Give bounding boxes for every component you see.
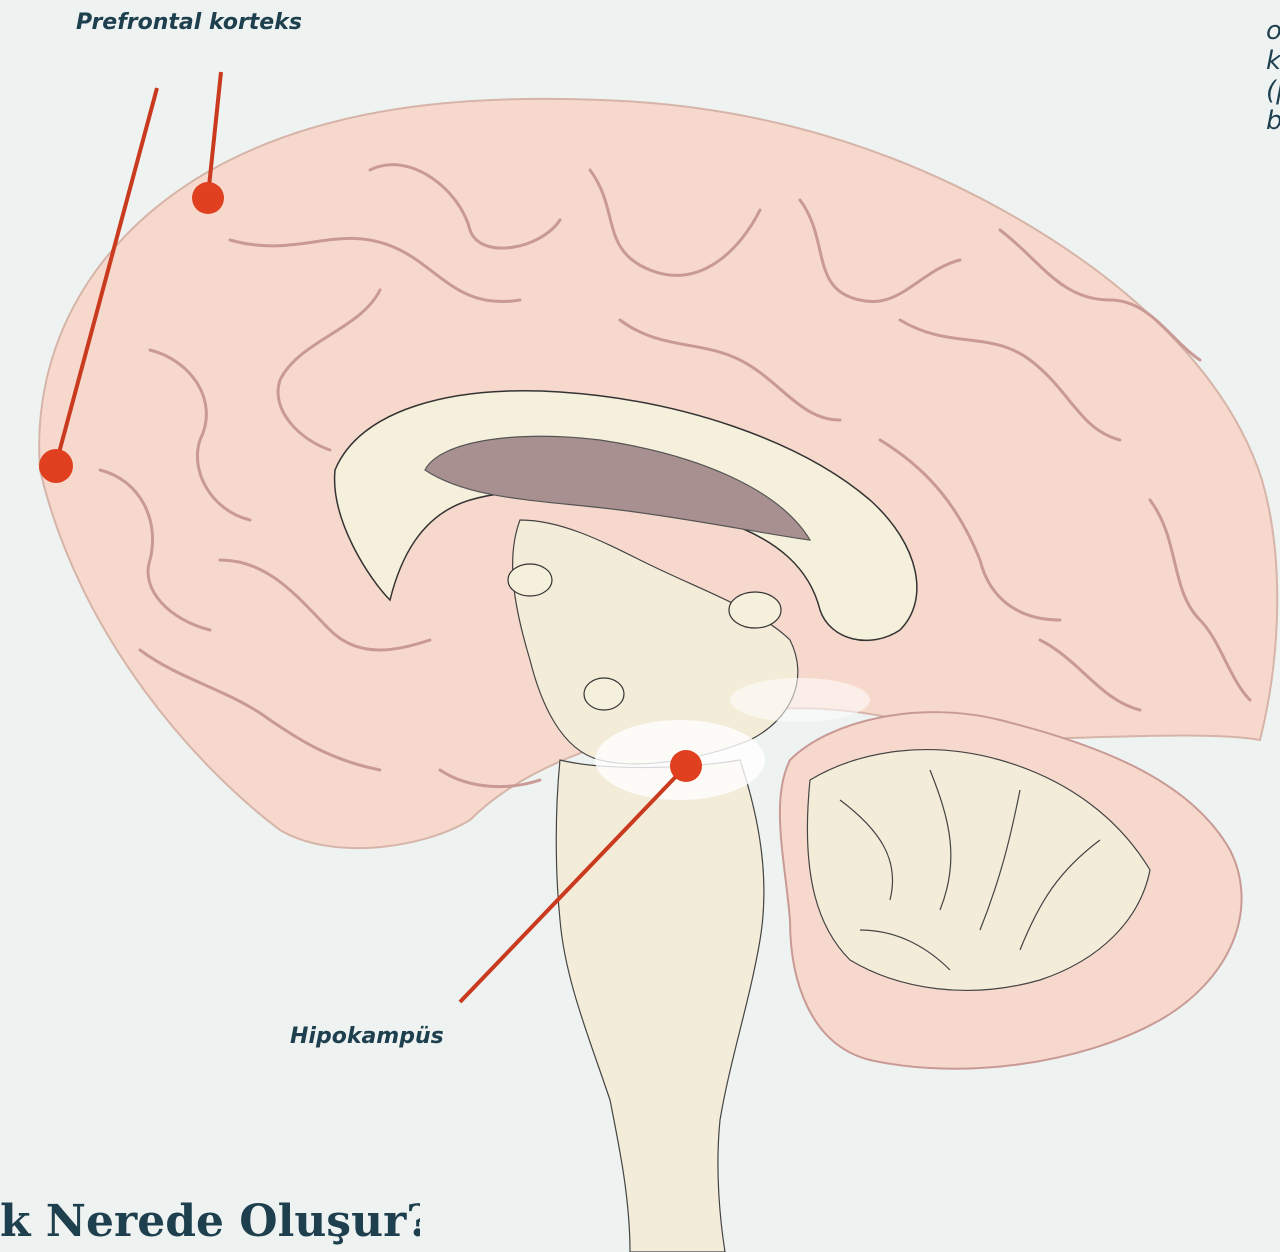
side-text-line: o (1266, 16, 1280, 46)
thalamus-nucleus (508, 564, 552, 596)
hippocampus-highlight (730, 678, 870, 722)
hippocampus-marker-dot (670, 750, 702, 782)
prefrontal-cortex-label: Prefrontal korteks (76, 10, 302, 35)
section-heading: k Nerede Oluşur? (0, 1196, 420, 1247)
prefrontal-marker-dot-lower (39, 449, 73, 483)
side-text-fragment: o k (p b (1266, 16, 1280, 136)
pineal-region (729, 592, 781, 628)
prefrontal-marker-dot-upper (192, 182, 224, 214)
mammillary-body (584, 678, 624, 710)
hippocampus-label: Hipokampüs (290, 1024, 444, 1049)
brainstem (556, 760, 764, 1252)
side-text-line: (p (1266, 76, 1280, 106)
side-text-line: k (1266, 46, 1280, 76)
side-text-line: b (1266, 106, 1280, 136)
